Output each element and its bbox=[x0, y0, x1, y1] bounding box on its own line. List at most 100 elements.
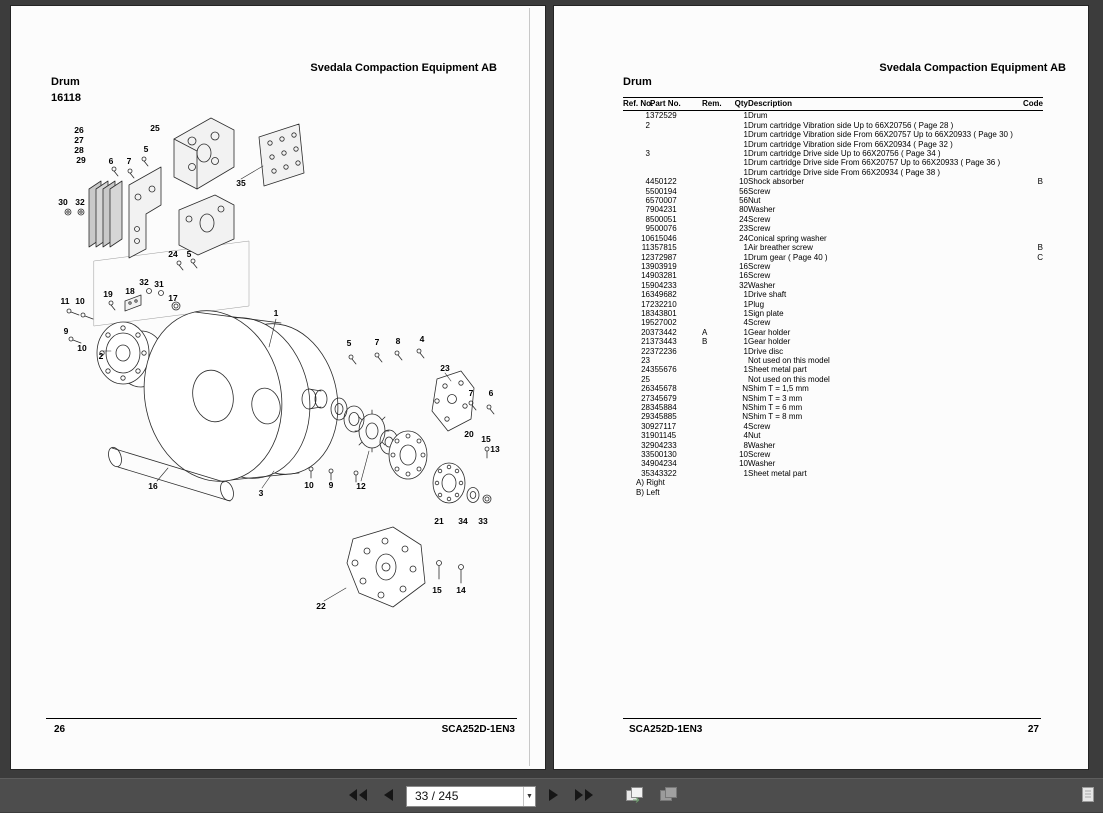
parts-table: Ref. No. Part No. Rem. Qty Description C… bbox=[623, 96, 1043, 497]
table-cell bbox=[1019, 149, 1043, 158]
table-cell: 904233 bbox=[650, 280, 677, 290]
callout-number: 7 bbox=[126, 155, 132, 166]
table-cell bbox=[650, 130, 702, 139]
table-cell: N bbox=[742, 384, 748, 394]
table-cell: 23 bbox=[739, 224, 748, 234]
last-page-button[interactable] bbox=[572, 784, 596, 808]
table-cell: 10 bbox=[739, 459, 748, 469]
table-cell: 22 bbox=[641, 346, 650, 356]
table-cell: 345884 bbox=[650, 403, 677, 412]
table-cell: 17 bbox=[641, 299, 650, 309]
callout-number: 14 bbox=[456, 584, 466, 595]
next-page-button[interactable] bbox=[546, 784, 562, 808]
table-cell bbox=[1019, 205, 1043, 214]
table-cell: 16 bbox=[739, 271, 748, 281]
table-cell: 1 bbox=[743, 158, 748, 168]
table-cell: 56 bbox=[739, 196, 748, 206]
page-indicator-input[interactable] bbox=[407, 787, 523, 805]
table-cell: 527002 bbox=[650, 318, 677, 328]
table-cell: N bbox=[742, 403, 748, 412]
first-page-button[interactable] bbox=[346, 784, 370, 808]
table-cell bbox=[1019, 394, 1043, 403]
exploded-diagram-drawing bbox=[64, 117, 495, 608]
last-page-icon bbox=[574, 788, 594, 805]
callout-number: 19 bbox=[103, 288, 113, 299]
table-cell: Shim T = 8 mm bbox=[748, 412, 803, 422]
table-cell bbox=[1019, 459, 1043, 468]
table-cell: Washer bbox=[748, 280, 776, 290]
footnote-b: B) Left bbox=[636, 487, 660, 497]
table-cell: Shim T = 1,5 mm bbox=[748, 384, 809, 394]
table-cell: 345679 bbox=[650, 393, 677, 403]
table-cell: 12 bbox=[641, 252, 650, 262]
callout-number: 5 bbox=[346, 337, 352, 348]
table-cell: 8 bbox=[645, 214, 650, 224]
snapshot-button[interactable] bbox=[622, 784, 646, 808]
table-cell: 26 bbox=[641, 384, 650, 394]
table-cell: 16 bbox=[739, 261, 748, 271]
left-page-footer: 26 SCA252D-1EN3 bbox=[46, 718, 517, 735]
table-cell: 3 bbox=[645, 149, 650, 159]
table-cell: Drum cartridge Vibration side Up to 66X2… bbox=[748, 120, 954, 130]
table-cell: 6 bbox=[645, 196, 650, 206]
table-cell: 33 bbox=[641, 450, 650, 460]
table-cell: 1 bbox=[743, 120, 748, 130]
table-cell: Shim T = 3 mm bbox=[748, 393, 803, 403]
table-cell: 373443 bbox=[650, 337, 677, 347]
table-cell: Sheet metal part bbox=[748, 468, 807, 478]
col-part-no: Part No. bbox=[650, 96, 702, 112]
table-cell: Washer bbox=[748, 459, 776, 469]
callout-number: 5 bbox=[186, 248, 192, 259]
table-cell: 345678 bbox=[650, 384, 677, 394]
table-cell: 80 bbox=[739, 205, 748, 215]
table-cell bbox=[702, 111, 728, 121]
table-cell: 500194 bbox=[650, 186, 677, 196]
table-cell: 32 bbox=[641, 440, 650, 450]
table-cell: Screw bbox=[748, 318, 771, 328]
table-cell bbox=[1019, 318, 1043, 327]
dropdown-caret-icon[interactable]: ▼ bbox=[523, 786, 535, 806]
table-cell bbox=[702, 450, 728, 459]
section-title: Drum bbox=[51, 76, 80, 88]
table-cell bbox=[702, 384, 728, 393]
table-cell bbox=[702, 149, 728, 158]
callout-number: 9 bbox=[328, 479, 334, 490]
company-header: Svedala Compaction Equipment AB bbox=[310, 62, 497, 74]
table-cell: N bbox=[742, 393, 748, 403]
table-cell: 13 bbox=[641, 261, 650, 271]
table-cell bbox=[1019, 309, 1043, 318]
table-cell bbox=[650, 121, 702, 130]
copy-page-button[interactable] bbox=[656, 784, 680, 808]
previous-page-button[interactable] bbox=[380, 784, 396, 808]
callout-number: 32 bbox=[139, 276, 149, 287]
callout-number: 20 bbox=[464, 428, 474, 439]
table-cell bbox=[1019, 375, 1043, 384]
page-layout-button[interactable] bbox=[1079, 785, 1097, 808]
viewer-toolbar: ▼ bbox=[0, 778, 1103, 812]
table-cell bbox=[702, 469, 728, 478]
col-ref-no: Ref. No. bbox=[623, 96, 653, 112]
table-cell: 31 bbox=[641, 431, 650, 441]
table-cell bbox=[702, 281, 728, 290]
table-cell bbox=[702, 347, 728, 356]
table-cell: Washer bbox=[748, 205, 776, 215]
table-cell bbox=[702, 205, 728, 214]
table-cell: 24 bbox=[739, 233, 748, 243]
table-cell: 904233 bbox=[650, 440, 677, 450]
table-cell: 24 bbox=[641, 365, 650, 375]
table-cell bbox=[650, 140, 702, 149]
table-cell bbox=[1019, 158, 1043, 167]
table-cell bbox=[1019, 337, 1043, 346]
